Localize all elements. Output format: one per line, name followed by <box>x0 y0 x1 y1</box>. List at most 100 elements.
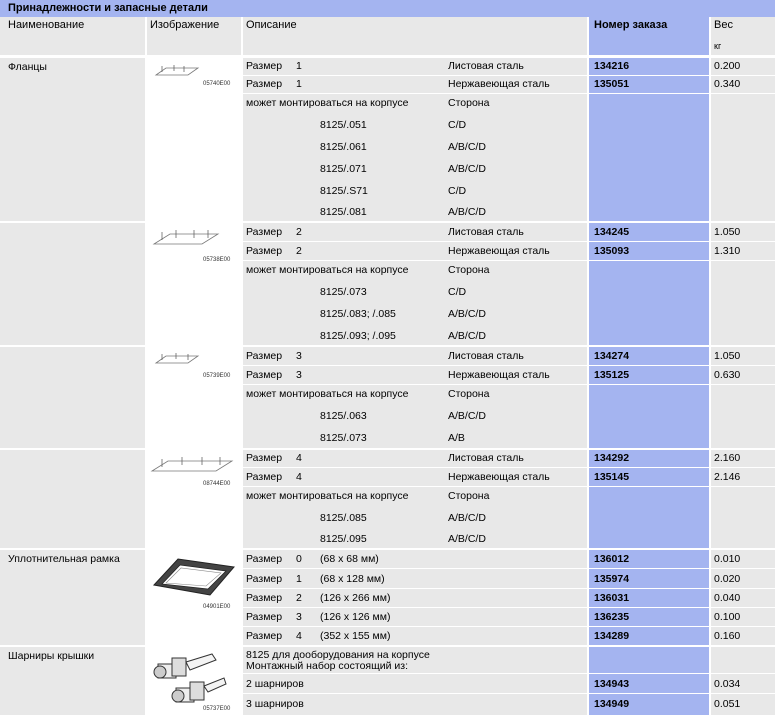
size-value: 4 <box>296 630 302 642</box>
size-label: Размер <box>246 452 283 464</box>
housing: 8125/.073 <box>320 432 367 444</box>
housing-side: A/B/C/D <box>448 141 486 153</box>
housing: 8125/.071 <box>320 163 367 175</box>
housing: 8125/.093; /.095 <box>320 330 396 342</box>
header-weight: Вес <box>714 19 733 31</box>
housing-side: A/B/C/D <box>448 330 486 342</box>
weight: 0.100 <box>714 611 741 623</box>
group-name-flanges: Фланцы <box>8 61 47 73</box>
group-name-hinges: Шарниры крышки <box>8 650 95 662</box>
housing-side: A/B/C/D <box>448 308 486 320</box>
header-image: Изображение <box>150 19 220 31</box>
material: Нержавеющая сталь <box>448 78 550 90</box>
weight: 1.050 <box>714 226 741 238</box>
housing: 8125/.095 <box>320 533 367 545</box>
weight: 1.050 <box>714 350 741 362</box>
order-number: 135125 <box>594 369 630 381</box>
mountable-label: может монтироваться на корпусе <box>246 388 409 400</box>
weight: 0.160 <box>714 630 741 642</box>
order-number: 135051 <box>594 78 630 90</box>
material: Листовая сталь <box>448 452 524 464</box>
size-label: Размер <box>246 369 283 381</box>
weight: 0.051 <box>714 698 741 710</box>
order-number: 135093 <box>594 245 630 257</box>
housing-side: C/D <box>448 119 467 131</box>
order-number: 134292 <box>594 452 630 464</box>
order-number: 134274 <box>594 350 630 362</box>
side-label: Сторона <box>448 388 490 400</box>
housing: 8125/.073 <box>320 286 367 298</box>
order-number: 135974 <box>594 573 630 585</box>
size-label: Размер <box>246 471 283 483</box>
size-value: 0 <box>296 553 302 565</box>
size-label: Размер <box>246 553 283 565</box>
order-number: 134245 <box>594 226 630 238</box>
housing-side: A/B/C/D <box>448 533 486 545</box>
header-description: Описание <box>246 19 297 31</box>
weight: 0.340 <box>714 78 741 90</box>
order-number: 135145 <box>594 471 630 483</box>
housing: 8125/.S71 <box>320 185 368 197</box>
material: Листовая сталь <box>448 350 524 362</box>
header-name: Наименование <box>8 19 85 31</box>
housing: 8125/.085 <box>320 512 367 524</box>
size-label: Размер <box>246 350 283 362</box>
header-weight-unit: кг <box>714 41 722 51</box>
weight: 0.034 <box>714 678 741 690</box>
order-number: 136012 <box>594 553 630 565</box>
weight: 2.160 <box>714 452 741 464</box>
weight: 0.020 <box>714 573 741 585</box>
section-title: Принадлежности и запасные детали <box>8 2 208 14</box>
mountable-label: может монтироваться на корпусе <box>246 490 409 502</box>
weight: 1.310 <box>714 245 741 257</box>
side-label: Сторона <box>448 264 490 276</box>
size-label: Размер <box>246 226 283 238</box>
size-value: 1 <box>296 573 302 585</box>
hinge-desc-line-2: Монтажный набор состоящий из: <box>246 660 408 672</box>
material: Нержавеющая сталь <box>448 245 550 257</box>
side-label: Сторона <box>448 490 490 502</box>
housing-side: A/B/C/D <box>448 512 486 524</box>
size-value: 3 <box>296 611 302 623</box>
order-number: 134216 <box>594 60 630 72</box>
size-value: 1 <box>296 60 302 72</box>
housing-side: A/B/C/D <box>448 206 486 218</box>
housing: 8125/.083; /.085 <box>320 308 396 320</box>
mountable-label: может монтироваться на корпусе <box>246 264 409 276</box>
size-label: Размер <box>246 630 283 642</box>
size-value: 2 <box>296 226 302 238</box>
weight: 0.200 <box>714 60 741 72</box>
weight: 2.146 <box>714 471 741 483</box>
hinge-set-label: 3 шарниров <box>246 698 304 710</box>
dims: (126 x 126 мм) <box>320 611 391 623</box>
size-label: Размер <box>246 611 283 623</box>
housing-side: A/B <box>448 432 465 444</box>
size-label: Размер <box>246 245 283 257</box>
dims: (126 x 266 мм) <box>320 592 391 604</box>
order-number: 136235 <box>594 611 630 623</box>
housing: 8125/.063 <box>320 410 367 422</box>
housing-side: C/D <box>448 286 467 298</box>
order-number: 134289 <box>594 630 630 642</box>
size-value: 4 <box>296 471 302 483</box>
order-number: 136031 <box>594 592 630 604</box>
order-number: 134949 <box>594 698 630 710</box>
size-label: Размер <box>246 60 283 72</box>
size-value: 3 <box>296 369 302 381</box>
housing-side: A/B/C/D <box>448 410 486 422</box>
hinge-set-label: 2 шарниров <box>246 678 304 690</box>
size-value: 2 <box>296 592 302 604</box>
material: Листовая сталь <box>448 60 524 72</box>
dims: (352 x 155 мм) <box>320 630 391 642</box>
material: Нержавеющая сталь <box>448 369 550 381</box>
material: Листовая сталь <box>448 226 524 238</box>
housing: 8125/.061 <box>320 141 367 153</box>
size-value: 2 <box>296 245 302 257</box>
housing-side: C/D <box>448 185 467 197</box>
weight: 0.040 <box>714 592 741 604</box>
dims: (68 x 68 мм) <box>320 553 379 565</box>
mountable-label: может монтироваться на корпусе <box>246 97 409 109</box>
side-label: Сторона <box>448 97 490 109</box>
section-title-bar: Принадлежности и запасные детали <box>0 0 775 17</box>
size-value: 4 <box>296 452 302 464</box>
